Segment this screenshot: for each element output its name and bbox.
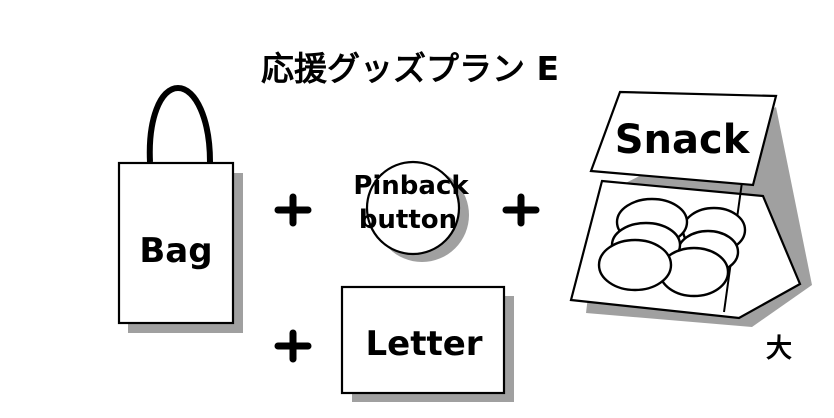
plus-icon [502,193,540,227]
bag-handle-icon [146,84,213,163]
plan-title: 応援グッズプラン E [261,49,559,88]
plus-icon [274,329,312,363]
pinback-button-icon [365,160,461,256]
snack-label: Snack [615,117,751,163]
pinback-label-line1: Pinback [353,171,469,201]
letter-label: Letter [365,324,482,364]
letter-item: Letter [340,285,514,402]
bag-body-icon [117,161,235,325]
snack-chips-icon [597,197,747,298]
pinback-button-item: Pinback button [353,160,469,262]
snack-size-note: 大 [766,334,792,364]
plus-icon [274,193,312,227]
bag-label: Bag [139,231,212,271]
snack-item: Snack 大 [569,90,812,364]
pinback-label-line2: button [359,205,457,235]
letter-card-icon [340,285,506,395]
bag-item: Bag [117,84,243,333]
snack-bag-flap-icon [589,90,778,187]
